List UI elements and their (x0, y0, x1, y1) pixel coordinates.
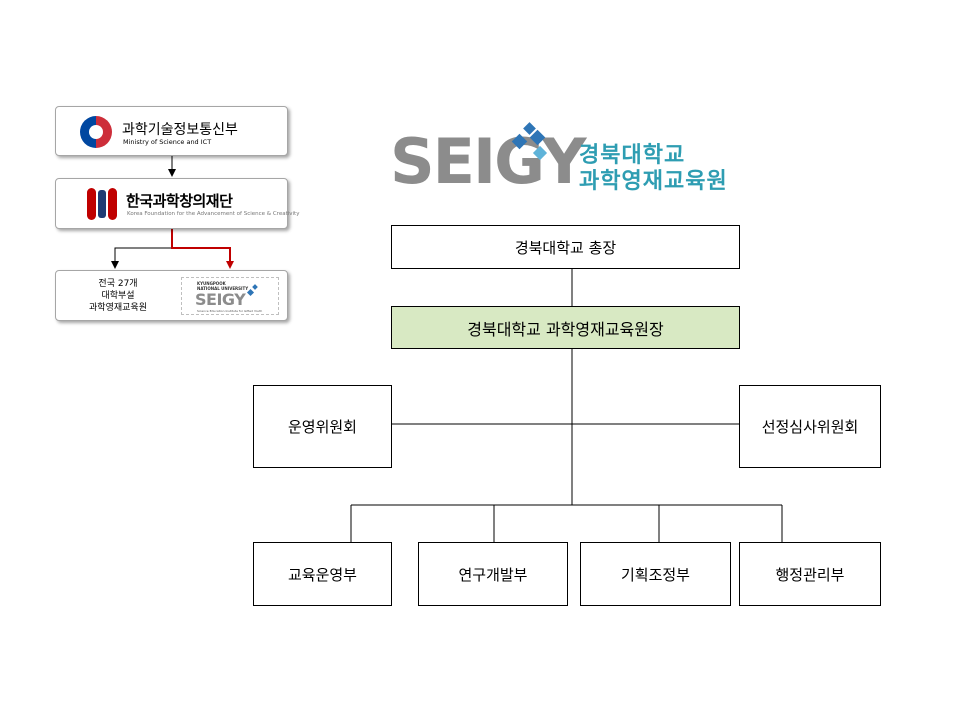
foundation-name-ko: 한국과학창의재단 (126, 192, 233, 210)
arrow-foundation-to-institutes (111, 229, 173, 269)
operations-committee-label: 운영위원회 (287, 418, 357, 436)
dept-education-box: 교육운영부 (253, 542, 392, 606)
institutes-text: 전국 27개 대학부설 과학영재교육원 (89, 279, 147, 313)
director-box: 경북대학교 과학영재교육원장 (391, 306, 740, 349)
dept-education-label: 교육운영부 (287, 565, 357, 584)
president-label: 경북대학교 총장 (514, 238, 617, 257)
mini-logo-diamond-icon (246, 288, 255, 297)
mini-logo-diamond-icon (252, 284, 258, 290)
dept-admin-box: 행정관리부 (739, 542, 881, 606)
institutes-card: 전국 27개 대학부설 과학영재교육원 KYUNGPOOK NATIONAL U… (55, 270, 288, 321)
dept-research-label: 연구개발부 (458, 565, 528, 584)
selection-committee-box: 선정심사위원회 (739, 385, 881, 468)
ministry-card: 과학기술정보통신부 Ministry of Science and ICT (55, 106, 288, 156)
ministry-name-ko: 과학기술정보통신부 (122, 122, 238, 138)
president-box: 경북대학교 총장 (391, 225, 740, 269)
seigy-wordmark: SEIGY (390, 125, 586, 198)
kofac-logo-icon (87, 188, 117, 220)
dept-admin-label: 행정관리부 (775, 565, 845, 584)
institute-name-ko: 경북대학교 과학영재교육원 (579, 143, 728, 194)
ministry-name-en: Ministry of Science and ICT (123, 138, 212, 146)
knu-seigy-mini-logo: KYUNGPOOK NATIONAL UNIVERSITY SEIGY Scie… (181, 277, 279, 315)
seigy-mark-icon (511, 122, 548, 161)
foundation-name-en: Korea Foundation for the Advancement of … (127, 211, 300, 217)
operations-committee-box: 운영위원회 (253, 385, 392, 468)
government-emblem-icon (80, 116, 112, 148)
dept-planning-label: 기획조정부 (620, 565, 690, 584)
director-label: 경북대학교 과학영재교육원장 (467, 319, 664, 339)
dept-planning-box: 기획조정부 (580, 542, 731, 606)
arrow-foundation-to-knu (171, 229, 234, 269)
foundation-card: 한국과학창의재단 Korea Foundation for the Advanc… (55, 178, 299, 229)
selection-committee-label: 선정심사위원회 (761, 418, 859, 436)
dept-research-box: 연구개발부 (418, 542, 568, 606)
mini-logo-subtitle: Science Education Institute for Gifted Y… (197, 309, 263, 313)
mini-logo-wordmark: SEIGY (195, 290, 246, 309)
mini-logo-caption: KYUNGPOOK NATIONAL UNIVERSITY (197, 281, 249, 291)
